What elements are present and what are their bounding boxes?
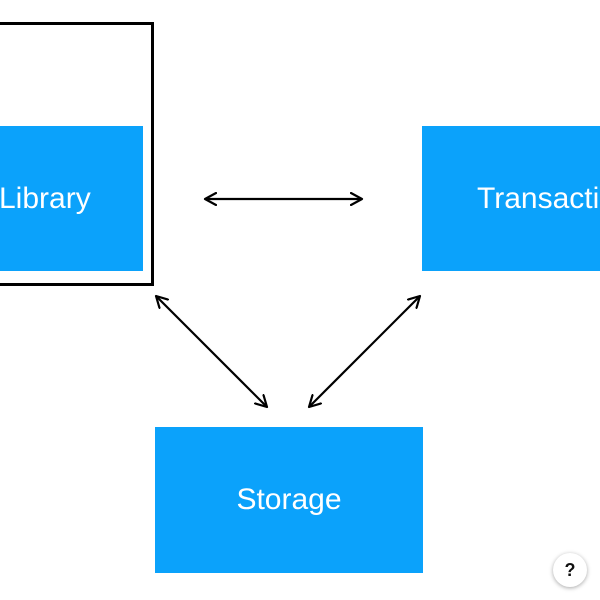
storage-node-label: Storage bbox=[236, 483, 342, 516]
storage-node[interactable]: Storage bbox=[155, 427, 423, 573]
library-node[interactable]: Library bbox=[0, 126, 143, 271]
arrow-library-storage[interactable] bbox=[156, 296, 267, 407]
arrow-transaction-storage[interactable] bbox=[309, 296, 420, 407]
library-node-label: Library bbox=[0, 181, 91, 215]
selection-frame[interactable] bbox=[0, 22, 154, 286]
transaction-node-label: Transaction bbox=[477, 181, 600, 215]
transaction-node[interactable]: Transaction bbox=[422, 126, 600, 271]
help-button[interactable]: ? bbox=[553, 553, 587, 587]
help-icon: ? bbox=[564, 559, 576, 580]
